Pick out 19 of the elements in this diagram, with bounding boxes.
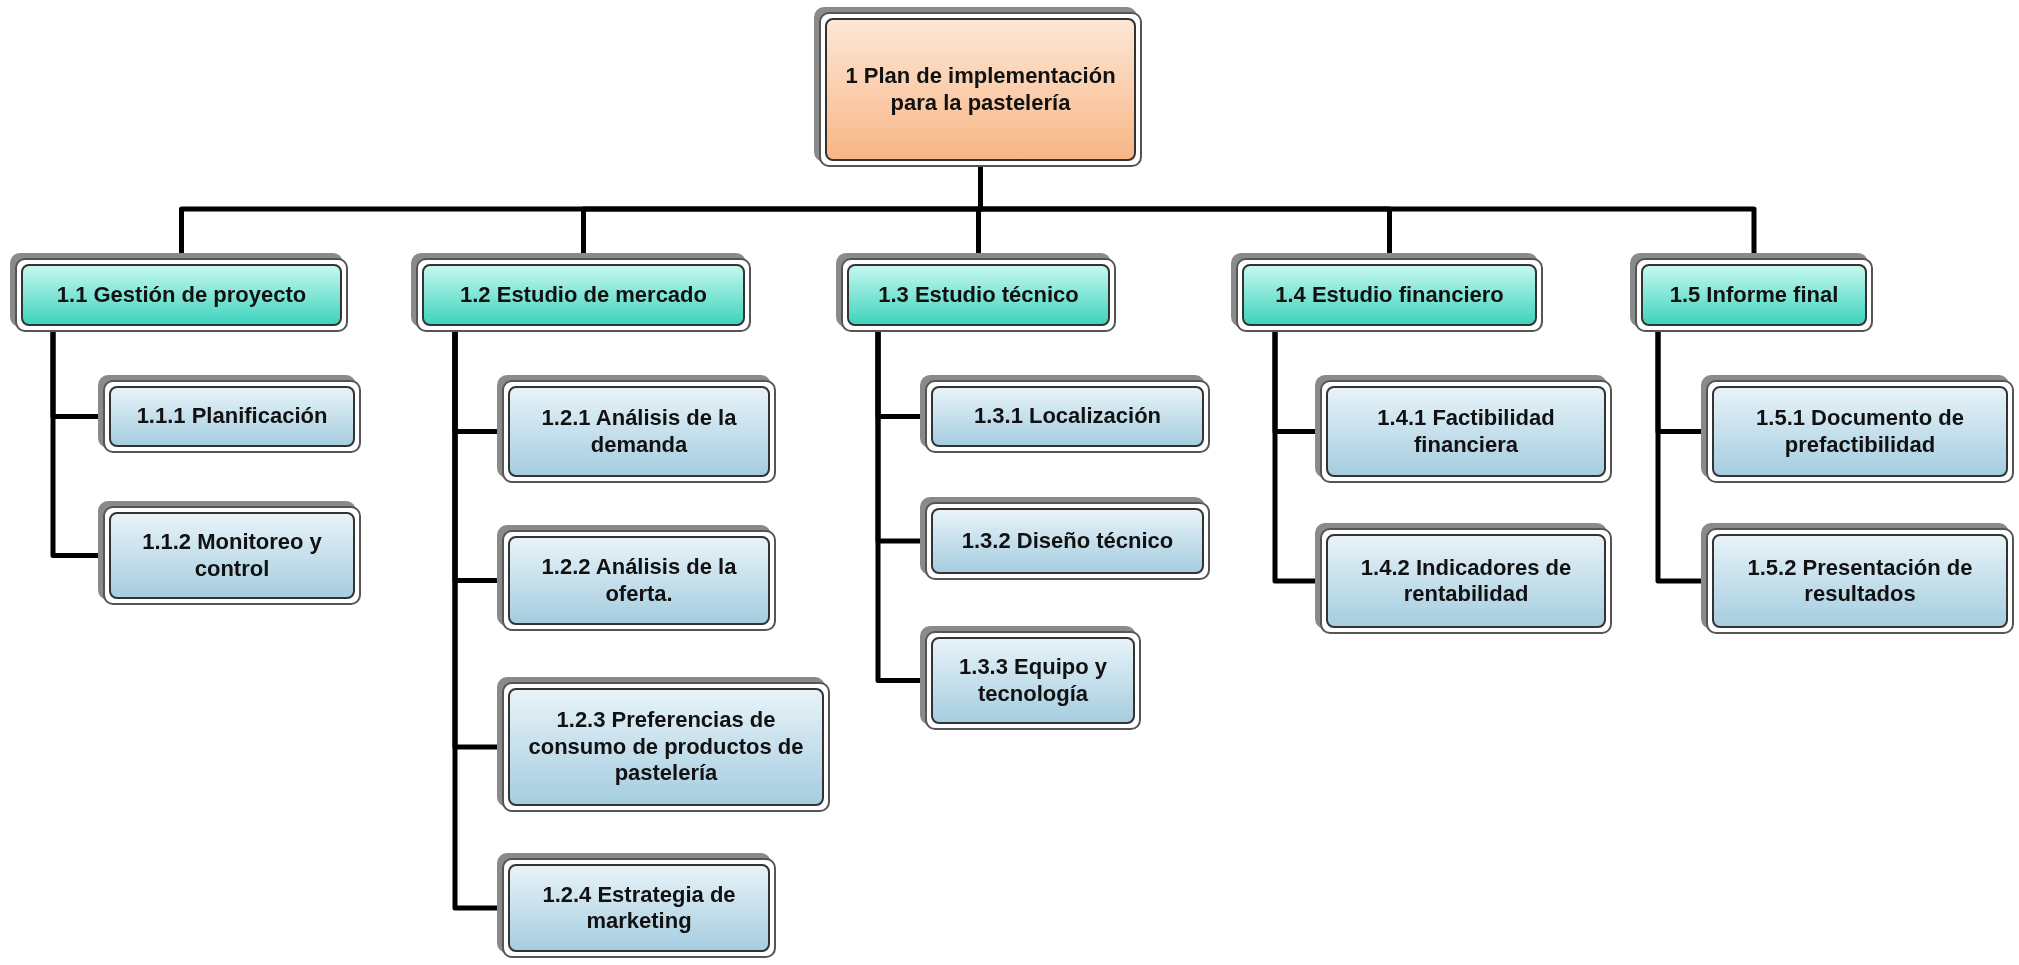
box-label: 1.1.1 Planificación: [136, 403, 328, 430]
box-label: 1.2.2 Análisis de la oferta.: [540, 554, 738, 607]
box-label: 1.2.4 Estrategia de marketing: [541, 881, 737, 935]
box-label: 1.1.2 Monitoreo y control: [141, 529, 323, 582]
box-label: 1.5 Informe final: [1669, 281, 1839, 309]
box-label: 1.5.2 Presentación de resultados: [1746, 554, 1974, 608]
box-label: 1.3.1 Localización: [973, 403, 1162, 430]
box-label: 1.2.3 Preferencias de consumo de productos de pastelería: [527, 707, 805, 787]
box-label: 1.5.1 Documento de prefactibilidad: [1755, 405, 1965, 458]
box-label: 1.4 Estudio financiero: [1275, 281, 1504, 309]
box-label: 1.3.3 Equipo y tecnología: [958, 654, 1108, 707]
box-label: 1.4.1 Factibilidad financiera: [1376, 405, 1556, 458]
box-label: 1.2 Estudio de mercado: [460, 281, 707, 309]
box-label: 1.3.2 Diseño técnico: [961, 527, 1174, 555]
box-label: 1.2.1 Análisis de la demanda: [540, 405, 738, 458]
box-label: 1.3 Estudio técnico: [878, 281, 1079, 309]
box-label: 1 Plan de implementación para la pastelería: [844, 63, 1117, 116]
box-label: 1.4.2 Indicadores de rentabilidad: [1359, 554, 1573, 608]
box-label: 1.1 Gestión de proyecto: [56, 281, 307, 309]
